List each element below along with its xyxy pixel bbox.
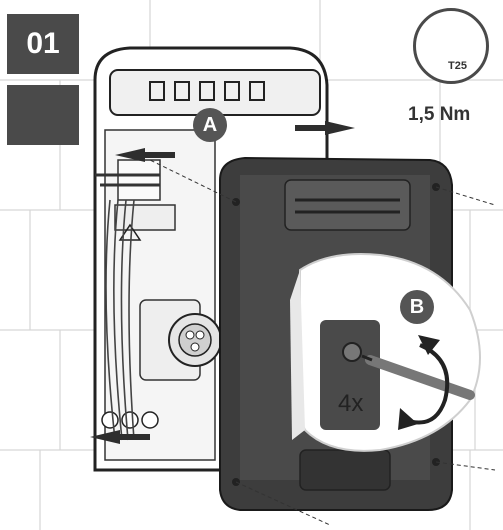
step-number-badge: 01 <box>7 14 79 74</box>
arrow-cover-bottom-left <box>90 430 150 444</box>
step-type-badge <box>7 85 79 145</box>
arrow-cover-top-right <box>295 121 355 135</box>
clockwise-rotation-icon <box>398 335 450 430</box>
callout-b: B <box>400 290 434 324</box>
arrow-cover-top-left <box>115 148 175 162</box>
alignment-lines <box>149 159 496 526</box>
torque-value: 1,5 Nm <box>408 104 471 125</box>
tool-indicator <box>413 8 489 84</box>
detail-magnifier <box>290 253 481 452</box>
screw-count: 4x <box>338 390 364 417</box>
tool-bit-label: T25 <box>448 60 467 72</box>
callout-a: A <box>193 108 227 142</box>
cable-bundle <box>105 199 135 441</box>
